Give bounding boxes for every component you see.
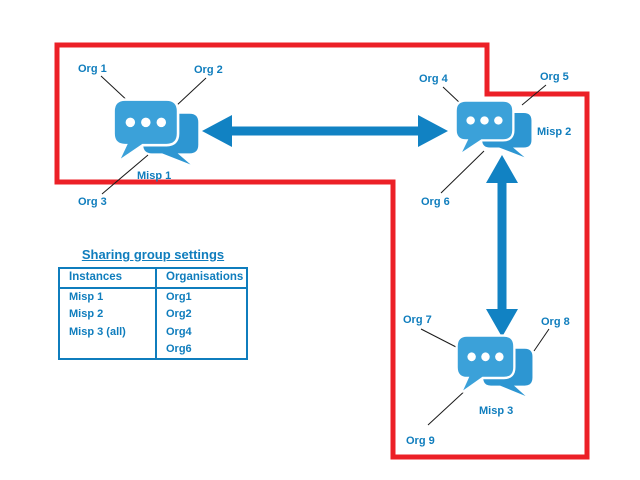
label-org4: Org 4 bbox=[419, 73, 448, 85]
connector-org8 bbox=[533, 328, 550, 352]
misp2-misp3-arrow bbox=[486, 155, 518, 337]
label-org8: Org 8 bbox=[541, 316, 570, 328]
table-row: Org6 bbox=[59, 341, 247, 359]
instance-cell: Misp 3 (all) bbox=[59, 323, 157, 341]
misp1-misp2-arrow bbox=[202, 115, 448, 147]
connector-org2 bbox=[175, 77, 207, 107]
label-misp2: Misp 2 bbox=[537, 126, 572, 138]
label-misp1: Misp 1 bbox=[137, 170, 172, 182]
misp3-chat-bubbles-icon bbox=[458, 337, 533, 396]
connector-org7 bbox=[420, 328, 459, 349]
sharing-group-settings-title: Sharing group settings bbox=[81, 247, 225, 262]
organisation-cell: Org2 bbox=[166, 308, 192, 321]
instance-cell: Misp 1 bbox=[59, 288, 157, 307]
connector-org4 bbox=[442, 86, 462, 105]
organisation-cell: Org1 bbox=[166, 291, 192, 303]
label-org3: Org 3 bbox=[78, 196, 107, 208]
label-org2: Org 2 bbox=[194, 64, 223, 76]
instance-cell: Misp 2 bbox=[59, 306, 157, 324]
label-org1: Org 1 bbox=[78, 63, 107, 75]
table-row: Misp 1 Org1 bbox=[59, 288, 247, 307]
connector-org9 bbox=[427, 387, 469, 426]
column-header-instances: Instances bbox=[59, 268, 157, 289]
label-org9: Org 9 bbox=[406, 435, 435, 447]
sharing-group-settings-table: Instances Organisations Misp 1 Org1 Misp… bbox=[58, 267, 248, 360]
misp1-chat-bubbles-icon bbox=[115, 101, 198, 165]
organisation-cell: Org4 bbox=[166, 325, 192, 338]
connector-lines bbox=[100, 75, 550, 426]
instance-cell bbox=[59, 341, 157, 359]
column-header-organisations: Organisations bbox=[156, 268, 247, 289]
connector-org3 bbox=[101, 154, 149, 195]
misp2-chat-bubbles-icon bbox=[457, 102, 532, 158]
connector-org6 bbox=[440, 150, 485, 194]
sharing-group-boundary bbox=[54, 42, 590, 460]
label-org6: Org 6 bbox=[421, 196, 450, 208]
label-misp3: Misp 3 bbox=[479, 405, 514, 417]
sharing-group-settings-panel: Sharing group settings Instances Organis… bbox=[58, 247, 248, 360]
organisation-cell: Org6 bbox=[166, 343, 192, 355]
table-row: Misp 3 (all) Org4 bbox=[59, 323, 247, 341]
table-row: Misp 2 Org2 bbox=[59, 306, 247, 324]
label-org7: Org 7 bbox=[403, 314, 432, 326]
table-header-row: Instances Organisations bbox=[59, 268, 247, 289]
label-org5: Org 5 bbox=[540, 71, 569, 83]
connector-org5 bbox=[521, 84, 547, 106]
